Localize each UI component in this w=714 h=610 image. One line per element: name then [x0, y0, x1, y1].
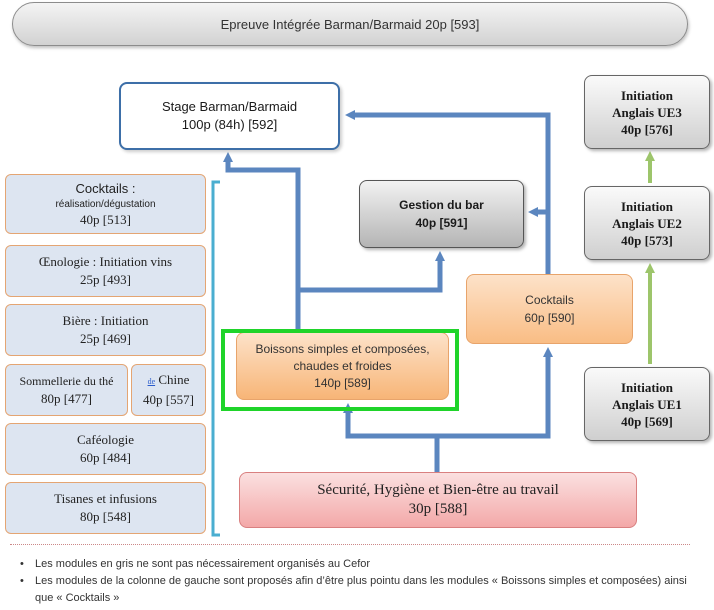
arrow-securite-to-cocktails	[434, 347, 553, 439]
cocktails-tasting-title: Cocktails :	[75, 180, 136, 196]
anglais-ue2-hours: 40p [573]	[621, 232, 673, 248]
notes-list: Les modules en gris ne sont pas nécessai…	[10, 556, 700, 607]
sommellerie-the-title: Sommellerie du thé	[19, 374, 114, 388]
oenologie-module: Œnologie : Initiation vins 25p [493]	[5, 245, 206, 297]
gestion-title: Gestion du bar	[399, 198, 484, 212]
page-title-bar: Epreuve Intégrée Barman/Barmaid 20p [593…	[12, 2, 688, 46]
arrow-boissons-to-gestion	[298, 251, 445, 293]
cocktails-tasting-module: Cocktails : réalisation/dégustation 40p …	[5, 174, 206, 234]
page-title: Epreuve Intégrée Barman/Barmaid 20p [593…	[220, 16, 480, 32]
chine-title: Chine	[158, 372, 190, 387]
tisanes-module: Tisanes et infusions 80p [548]	[5, 482, 206, 534]
boissons-title-line2: chaudes et froides	[293, 358, 392, 373]
stage-title: Stage Barman/Barmaid	[161, 99, 298, 114]
cocktails-tasting-subtitle: réalisation/dégustation	[55, 198, 156, 210]
left-column-bracket	[211, 180, 220, 537]
notes-section: Les modules en gris ne sont pas nécessai…	[10, 556, 700, 607]
chine-module: de Chine 40p [557]	[131, 364, 206, 416]
arrow-securite-to-boissons	[343, 403, 440, 439]
biere-module: Bière : Initiation 25p [469]	[5, 304, 206, 356]
anglais-ue3-line1: Initiation	[620, 87, 673, 103]
cocktails-module: Cocktails 60p [590]	[466, 274, 633, 344]
sommellerie-the-module: Sommellerie du thé 80p [477]	[5, 364, 128, 416]
gestion-hours: 40p [591]	[415, 216, 468, 230]
arrow-boissons-to-stage	[223, 152, 301, 332]
anglais-ue3-module: Initiation Anglais UE3 40p [576]	[584, 75, 710, 149]
oenologie-hours: 25p [493]	[80, 272, 131, 287]
boissons-hours: 140p [589]	[314, 375, 371, 390]
tisanes-title: Tisanes et infusions	[54, 491, 157, 506]
stage-module: Stage Barman/Barmaid 100p (84h) [592]	[119, 82, 340, 150]
biere-title: Bière : Initiation	[62, 313, 149, 328]
anglais-ue2-line2: Anglais UE2	[612, 215, 682, 231]
anglais-ue1-hours: 40p [569]	[621, 413, 673, 429]
oenologie-title: Œnologie : Initiation vins	[38, 254, 173, 269]
anglais-ue2-module: Initiation Anglais UE2 40p [573]	[584, 186, 710, 260]
anglais-ue1-module: Initiation Anglais UE1 40p [569]	[584, 367, 710, 441]
cafeologie-module: Caféologie 60p [484]	[5, 423, 206, 475]
anglais-ue1-line1: Initiation	[620, 379, 673, 395]
chine-link[interactable]: de	[147, 377, 156, 386]
gestion-bar-module: Gestion du bar 40p [591]	[359, 180, 524, 248]
cocktails-tasting-hours: 40p [513]	[80, 211, 131, 227]
highlight-frame	[221, 329, 459, 411]
securite-title: Sécurité, Hygiène et Bien-être au travai…	[317, 482, 559, 498]
cocktails-hours: 60p [590]	[524, 311, 575, 325]
arrow-cocktails-to-stage	[345, 110, 551, 274]
cafeologie-hours: 60p [484]	[80, 450, 131, 465]
anglais-ue3-line2: Anglais UE3	[612, 104, 682, 120]
biere-hours: 25p [469]	[80, 331, 131, 346]
chine-hours: 40p [557]	[143, 392, 194, 407]
stage-hours: 100p (84h) [592]	[181, 117, 278, 132]
tisanes-hours: 80p [548]	[80, 509, 131, 524]
anglais-ue3-hours: 40p [576]	[621, 121, 673, 137]
sommellerie-the-hours: 80p [477]	[41, 391, 92, 406]
boissons-module: Boissons simples et composées, chaudes e…	[236, 332, 449, 400]
notes-separator	[10, 544, 690, 545]
anglais-ue2-line1: Initiation	[620, 198, 673, 214]
cocktails-title: Cocktails	[525, 293, 574, 307]
securite-hours: 30p [588]	[408, 501, 468, 517]
anglais-ue1-line2: Anglais UE1	[612, 396, 682, 412]
cafeologie-title: Caféologie	[76, 432, 135, 447]
securite-module: Sécurité, Hygiène et Bien-être au travai…	[239, 472, 637, 528]
boissons-title-line1: Boissons simples et composées,	[255, 341, 430, 356]
note-item: Les modules en gris ne sont pas nécessai…	[10, 556, 700, 573]
note-item: Les modules de la colonne de gauche sont…	[10, 573, 700, 607]
